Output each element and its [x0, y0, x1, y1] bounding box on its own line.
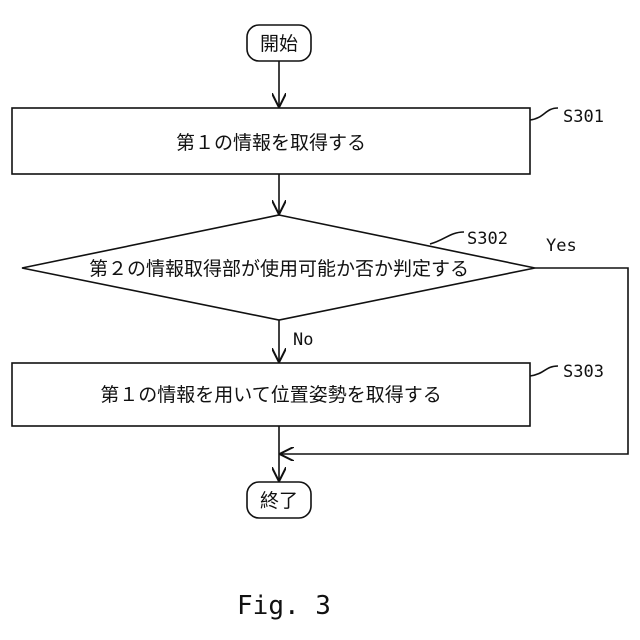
yes-label: Yes: [546, 236, 577, 256]
decision-s302-text: 第２の情報取得部が使用可能か否か判定する: [89, 258, 469, 280]
process-s301: 第１の情報を取得する: [12, 108, 530, 174]
step-id-s303: S303: [563, 362, 604, 382]
end-terminal: 終了: [247, 482, 311, 518]
start-label: 開始: [260, 33, 298, 55]
process-s301-text: 第１の情報を取得する: [176, 132, 366, 154]
decision-s302: 第２の情報取得部が使用可能か否か判定する: [22, 215, 535, 320]
figure-caption: Fig. 3: [237, 591, 331, 621]
process-s303: 第１の情報を用いて位置姿勢を取得する: [12, 363, 530, 426]
leader-s301: [530, 108, 558, 120]
leader-s303: [530, 366, 558, 376]
leader-s302: [430, 232, 464, 244]
end-label: 終了: [260, 490, 298, 512]
no-label: No: [293, 330, 313, 350]
step-id-s301: S301: [563, 107, 604, 127]
step-id-s302: S302: [467, 229, 508, 249]
process-s303-text: 第１の情報を用いて位置姿勢を取得する: [100, 384, 441, 406]
start-terminal: 開始: [247, 25, 311, 61]
